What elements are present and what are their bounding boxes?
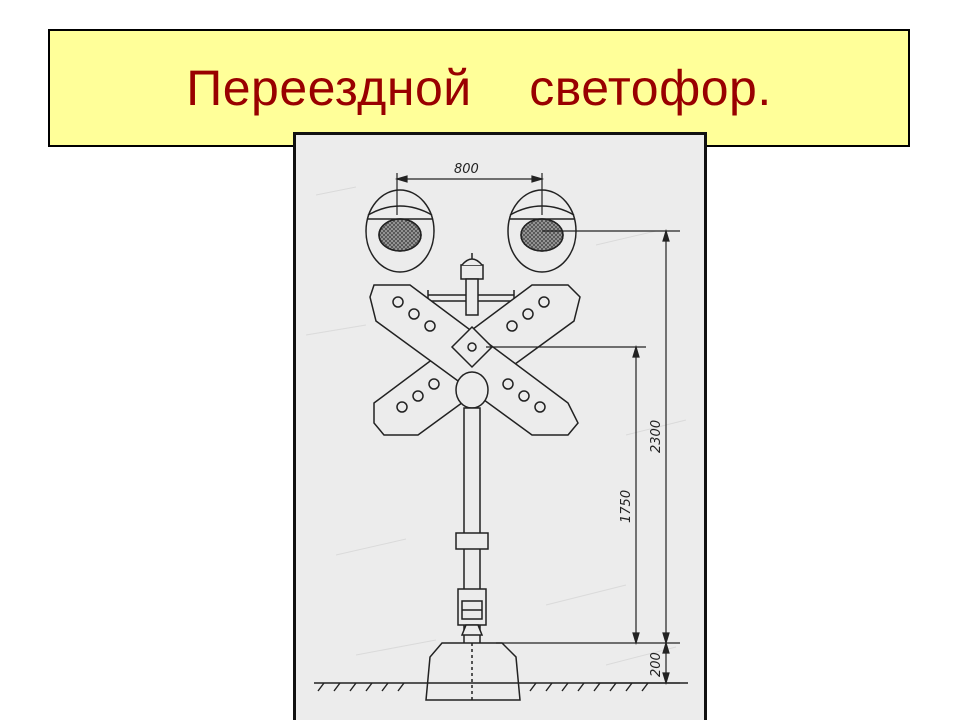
relay-box bbox=[457, 588, 487, 636]
dimension-lines-vertical bbox=[486, 228, 680, 686]
dimension-label-1750: 1750 bbox=[619, 490, 634, 523]
dimension-label-800: 800 bbox=[454, 162, 479, 177]
foundation bbox=[425, 642, 521, 701]
mast-finial bbox=[460, 253, 484, 316]
slide-title: Переездной светофор. bbox=[186, 60, 772, 116]
dimension-label-200: 200 bbox=[649, 652, 664, 677]
crossbuck-center-plate bbox=[450, 325, 494, 369]
technical-drawing: 800 bbox=[305, 162, 688, 701]
dimension-label-2300: 2300 bbox=[649, 420, 664, 453]
bell-housing bbox=[455, 371, 489, 409]
right-signal-lamp bbox=[507, 189, 577, 273]
left-signal-lamp bbox=[365, 189, 435, 273]
dimension-lamp-spacing bbox=[394, 173, 545, 215]
paper-texture bbox=[305, 186, 687, 666]
crossing-signal-drawing: 800 bbox=[293, 132, 707, 720]
title-banner: Переездной светофор. bbox=[48, 29, 910, 147]
